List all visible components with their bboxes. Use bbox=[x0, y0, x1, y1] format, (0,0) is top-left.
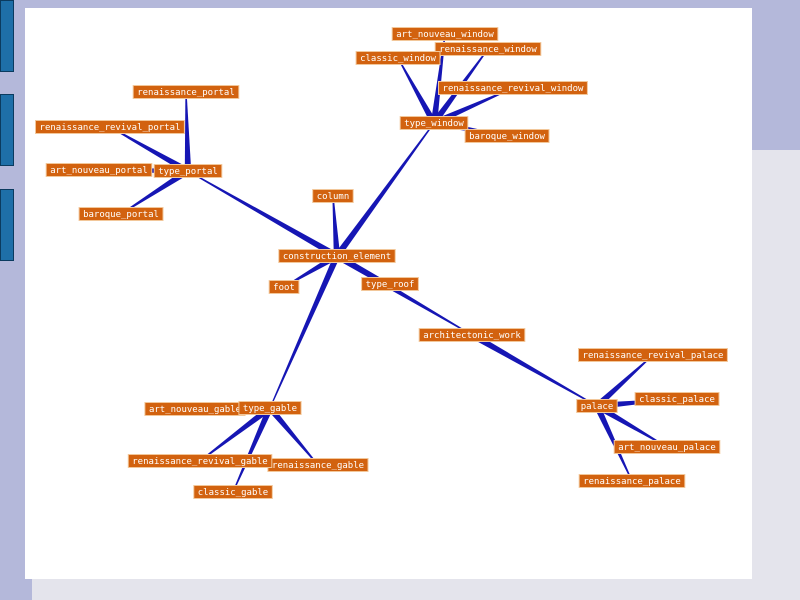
node-box bbox=[434, 42, 542, 56]
graph-nodes: renaissance_portal renaissance_palace art_… bbox=[35, 27, 728, 499]
node-label: renaissance_revival_window bbox=[443, 84, 584, 94]
node-label: baroque_portal bbox=[83, 210, 159, 220]
node-classic-window[interactable]: classic_window bbox=[355, 51, 441, 65]
node-box bbox=[268, 280, 300, 294]
node-box bbox=[132, 85, 240, 99]
node-box bbox=[578, 474, 686, 488]
node-architectonic-work[interactable]: architectonic_work bbox=[418, 328, 526, 342]
node-renaissance-revival-gable[interactable]: renaissance_revival_gable bbox=[127, 454, 273, 468]
node-label: renaissance_palace bbox=[583, 477, 681, 487]
node-label: foot bbox=[273, 283, 295, 293]
edge-renaissance_revival_portal-to-type_portal bbox=[109, 126, 190, 174]
node-label: palace bbox=[581, 402, 614, 412]
node-column[interactable]: column bbox=[312, 189, 354, 203]
node-label: renaissance_portal bbox=[137, 88, 235, 98]
node-box bbox=[127, 454, 273, 468]
node-type-window[interactable]: type_window bbox=[399, 116, 469, 130]
node-renaissance-palace[interactable]: renaissance_palace bbox=[578, 474, 686, 488]
edge-renaissance_palace-to-palace bbox=[594, 404, 633, 482]
edge-classic_window-to-type_window bbox=[397, 57, 437, 125]
node-label: art_nouveau_gable bbox=[149, 405, 241, 415]
node-box bbox=[35, 120, 185, 134]
node-box bbox=[391, 27, 499, 41]
node-classic-gable[interactable]: classic_gable bbox=[193, 485, 273, 499]
node-box bbox=[45, 163, 153, 177]
edge-type_portal-to-construction_element bbox=[187, 170, 339, 259]
node-label: classic_window bbox=[360, 54, 436, 64]
edge-palace-to-architectonic_work bbox=[470, 332, 598, 407]
node-label: renaissance_window bbox=[439, 45, 537, 55]
node-box bbox=[418, 328, 526, 342]
node-renaissance-gable[interactable]: renaissance_gable bbox=[267, 458, 369, 472]
node-renaissance-portal[interactable]: renaissance_portal bbox=[132, 85, 240, 99]
node-label: classic_gable bbox=[198, 488, 268, 498]
node-box bbox=[613, 440, 721, 454]
node-label: art_nouveau_portal bbox=[50, 166, 148, 176]
graph-edges bbox=[99, 33, 678, 493]
edge-renaissance_revival_palace-to-palace bbox=[594, 354, 654, 409]
edge-type_window-to-construction_element bbox=[334, 122, 435, 258]
node-box bbox=[78, 207, 164, 221]
edge-baroque_portal-to-type_portal bbox=[120, 168, 190, 215]
node-baroque-window[interactable]: baroque_window bbox=[464, 129, 550, 143]
node-label: renaissance_revival_portal bbox=[40, 123, 181, 133]
side-panel-tab-3[interactable] bbox=[0, 189, 14, 261]
node-baroque-portal[interactable]: baroque_portal bbox=[78, 207, 164, 221]
node-box bbox=[578, 348, 728, 362]
node-label: type_window bbox=[404, 119, 464, 129]
node-box bbox=[464, 129, 550, 143]
side-panel-tab-2[interactable] bbox=[0, 94, 14, 166]
node-art-nouveau-palace[interactable]: art_nouveau_palace bbox=[613, 440, 721, 454]
node-label: renaissance_gable bbox=[272, 461, 364, 471]
node-box bbox=[153, 164, 223, 178]
node-box bbox=[278, 249, 396, 263]
edge-type_gable-to-construction_element bbox=[269, 254, 340, 409]
node-label: baroque_window bbox=[469, 132, 545, 142]
node-label: renaissance_revival_gable bbox=[132, 457, 267, 467]
node-box bbox=[438, 81, 588, 95]
node-label: construction_element bbox=[283, 252, 391, 262]
node-renaissance-revival-palace[interactable]: renaissance_revival_palace bbox=[578, 348, 728, 362]
node-art-nouveau-portal[interactable]: art_nouveau_portal bbox=[45, 163, 153, 177]
node-label: type_gable bbox=[243, 404, 297, 414]
edge-renaissance_revival_gable-to-type_gable bbox=[199, 405, 272, 462]
edge-art_nouveau_palace-to-palace bbox=[595, 403, 668, 448]
node-box bbox=[399, 116, 469, 130]
node-label: column bbox=[317, 192, 350, 202]
node-classic-palace[interactable]: classic_palace bbox=[634, 392, 720, 406]
node-type-gable[interactable]: type_gable bbox=[238, 401, 302, 415]
node-label: type_roof bbox=[366, 280, 415, 290]
node-art-nouveau-gable[interactable]: art_nouveau_gable bbox=[144, 402, 246, 416]
node-renaissance-window[interactable]: renaissance_window bbox=[434, 42, 542, 56]
node-label: renaissance_revival_palace bbox=[583, 351, 724, 361]
node-box bbox=[634, 392, 720, 406]
node-construction-element[interactable]: construction_element bbox=[278, 249, 396, 263]
node-renaissance-revival-window[interactable]: renaissance_revival_window bbox=[438, 81, 588, 95]
side-panel-tab-1[interactable] bbox=[0, 0, 14, 72]
edge-classic_gable-to-type_gable bbox=[232, 406, 273, 493]
node-renaissance-revival-portal[interactable]: renaissance_revival_portal bbox=[35, 120, 185, 134]
node-label: art_nouveau_palace bbox=[618, 443, 716, 453]
node-type-portal[interactable]: type_portal bbox=[153, 164, 223, 178]
node-foot[interactable]: foot bbox=[268, 280, 300, 294]
node-art-nouveau-window[interactable]: art_nouveau_window bbox=[391, 27, 499, 41]
node-type-roof[interactable]: type_roof bbox=[361, 277, 419, 291]
node-box bbox=[193, 485, 273, 499]
node-label: classic_palace bbox=[639, 395, 715, 405]
node-label: architectonic_work bbox=[423, 331, 521, 341]
node-box bbox=[576, 399, 618, 413]
edge-renaissance_portal-to-type_portal bbox=[184, 92, 192, 172]
node-palace[interactable]: palace bbox=[576, 399, 618, 413]
edge-column-to-construction_element bbox=[332, 196, 341, 257]
node-box bbox=[355, 51, 441, 65]
node-box bbox=[312, 189, 354, 203]
edge-renaissance_gable-to-type_gable bbox=[267, 405, 319, 466]
edge-architectonic_work-to-construction_element bbox=[335, 253, 473, 336]
edge-art_nouveau_window-to-type_window bbox=[430, 33, 446, 124]
node-label: art_nouveau_window bbox=[396, 30, 494, 40]
node-label: type_portal bbox=[158, 167, 218, 177]
node-box bbox=[361, 277, 419, 291]
node-box bbox=[238, 401, 302, 415]
